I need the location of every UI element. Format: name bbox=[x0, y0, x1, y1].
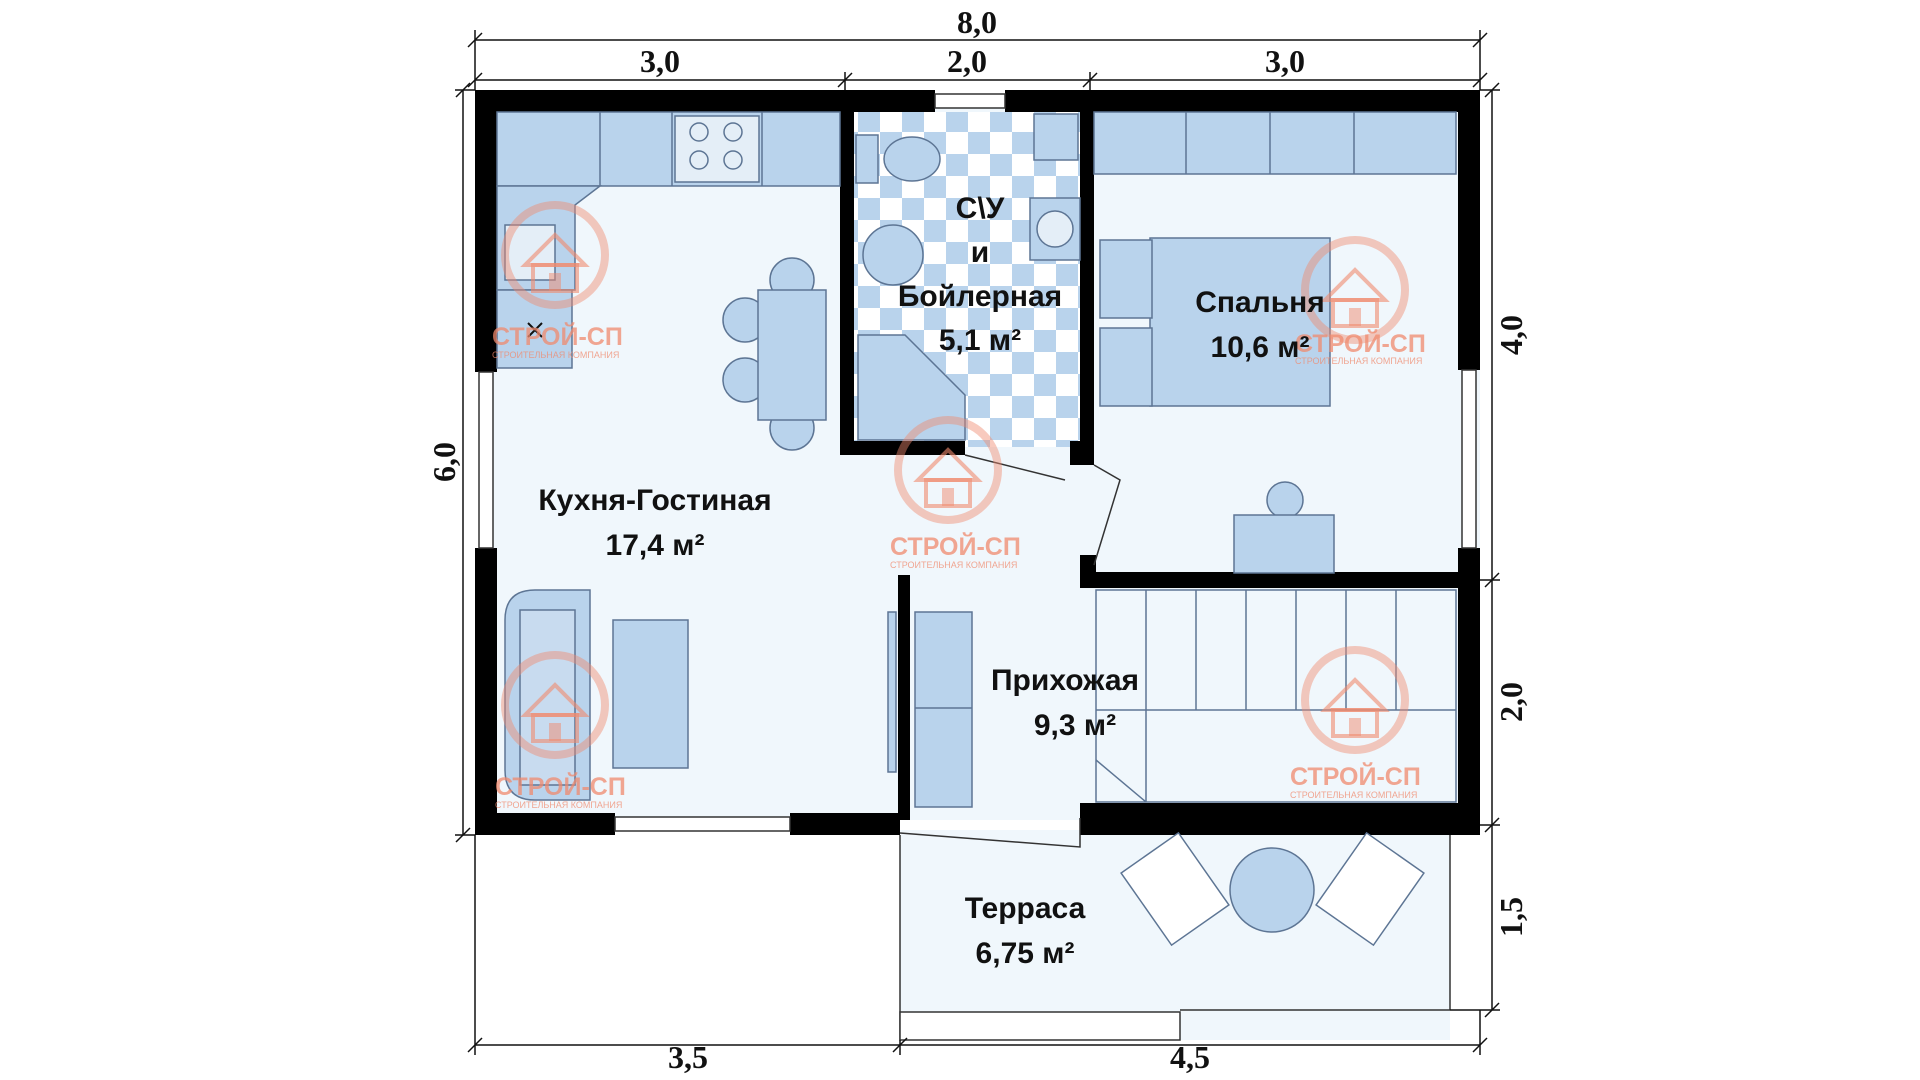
svg-text:СТРОЙ-СП: СТРОЙ-СП bbox=[495, 771, 626, 801]
terrace bbox=[899, 831, 1451, 1041]
dim-top-left: 3,0 bbox=[640, 43, 680, 79]
nightstand bbox=[1099, 239, 1153, 319]
svg-text:СТРОЙ-СП: СТРОЙ-СП bbox=[492, 321, 623, 351]
washbasin bbox=[1033, 113, 1079, 161]
window-top-bathroom bbox=[934, 93, 1006, 109]
boiler bbox=[862, 224, 924, 286]
dining-table bbox=[757, 289, 827, 421]
windows bbox=[478, 93, 1477, 832]
nightstand bbox=[1099, 327, 1153, 407]
window-right-bedroom bbox=[1461, 369, 1477, 549]
armchair bbox=[1120, 831, 1230, 947]
toilet-tank bbox=[855, 134, 879, 184]
stove bbox=[674, 115, 760, 183]
svg-text:СТРОИТЕЛЬНАЯ КОМПАНИЯ: СТРОИТЕЛЬНАЯ КОМПАНИЯ bbox=[1295, 356, 1422, 366]
bathroom-name-1: С\У bbox=[956, 192, 1005, 225]
svg-text:СТРОИТЕЛЬНАЯ КОМПАНИЯ: СТРОИТЕЛЬНАЯ КОМПАНИЯ bbox=[495, 800, 622, 810]
desk-chair bbox=[1266, 481, 1304, 519]
door-entrance bbox=[899, 818, 1081, 848]
coffee-table bbox=[612, 619, 689, 769]
svg-text:СТРОИТЕЛЬНАЯ КОМПАНИЯ: СТРОИТЕЛЬНАЯ КОМПАНИЯ bbox=[890, 560, 1017, 570]
window-bottom-kitchen bbox=[614, 816, 791, 832]
bathroom-area: 5,1 м² bbox=[939, 324, 1021, 357]
doors bbox=[899, 454, 1121, 848]
dim-right-upper: 4,0 bbox=[1493, 315, 1529, 355]
dim-right-middle: 2,0 bbox=[1493, 682, 1529, 722]
burner bbox=[689, 150, 709, 170]
dim-bottom-right: 4,5 bbox=[1170, 1039, 1210, 1075]
window-left-kitchen bbox=[478, 371, 494, 549]
terrace-step bbox=[899, 1011, 1181, 1041]
room-labels: Кухня-Гостиная 17,4 м² С\У и Бойлерная 5… bbox=[538, 192, 1324, 970]
desk bbox=[1233, 514, 1335, 574]
shower bbox=[857, 334, 966, 441]
svg-text:СТРОЙ-СП: СТРОЙ-СП bbox=[1290, 761, 1421, 791]
bedroom-furniture bbox=[1093, 111, 1457, 574]
hall-furniture bbox=[914, 611, 973, 808]
svg-text:СТРОИТЕЛЬНАЯ КОМПАНИЯ: СТРОИТЕЛЬНАЯ КОМПАНИЯ bbox=[1290, 790, 1417, 800]
bathroom-name-2: и bbox=[971, 236, 989, 269]
bathroom-furniture bbox=[855, 113, 1081, 441]
dim-bottom-left: 3,5 bbox=[668, 1039, 708, 1075]
counter-top-row bbox=[496, 111, 841, 187]
burner bbox=[723, 122, 743, 142]
door-bedroom bbox=[1093, 464, 1121, 566]
dim-top-middle: 2,0 bbox=[947, 43, 987, 79]
burner bbox=[689, 122, 709, 142]
burner bbox=[723, 150, 743, 170]
dim-right-lower: 1,5 bbox=[1493, 897, 1529, 937]
kitchen-area: 17,4 м² bbox=[606, 529, 705, 562]
bedroom-area: 10,6 м² bbox=[1211, 331, 1310, 364]
svg-text:СТРОИТЕЛЬНАЯ КОМПАНИЯ: СТРОИТЕЛЬНАЯ КОМПАНИЯ bbox=[492, 350, 619, 360]
terrace-area: 6,75 м² bbox=[976, 937, 1075, 970]
staircase bbox=[1095, 589, 1457, 803]
hall-area: 9,3 м² bbox=[1034, 709, 1116, 742]
wardrobe bbox=[1093, 111, 1457, 175]
toilet-bowl bbox=[883, 136, 941, 182]
dim-left-total: 6,0 bbox=[426, 442, 462, 482]
fridge-x-icon bbox=[527, 322, 543, 338]
dim-top-right: 3,0 bbox=[1265, 43, 1305, 79]
terrace-name: Терраса bbox=[965, 892, 1086, 925]
dimension-labels: 8,0 3,0 2,0 3,0 6,0 4,0 2,0 1,5 3,5 4,5 bbox=[426, 4, 1529, 1075]
svg-text:СТРОЙ-СП: СТРОЙ-СП bbox=[890, 531, 1021, 561]
terrace-table bbox=[1229, 847, 1315, 933]
bedroom-name: Спальня bbox=[1195, 286, 1325, 319]
door-bathroom bbox=[964, 454, 1066, 481]
drum bbox=[1036, 210, 1074, 248]
bathroom-name-3: Бойлерная bbox=[898, 280, 1062, 313]
tv-stand bbox=[887, 611, 897, 773]
dimension-lines bbox=[455, 30, 1500, 1055]
svg-text:СТРОЙ-СП: СТРОЙ-СП bbox=[1295, 328, 1426, 358]
dim-top-total: 8,0 bbox=[957, 4, 997, 40]
kitchen-name: Кухня-Гостиная bbox=[538, 484, 771, 517]
walls bbox=[475, 90, 1480, 835]
armchair bbox=[1315, 831, 1425, 947]
hall-name: Прихожая bbox=[991, 664, 1139, 697]
watermarks: СТРОЙ-СП СТРОИТЕЛЬНАЯ КОМПАНИЯ СТРОЙ-СП … bbox=[492, 205, 1426, 810]
hall-wardrobe bbox=[914, 611, 973, 808]
bed bbox=[1149, 237, 1331, 407]
